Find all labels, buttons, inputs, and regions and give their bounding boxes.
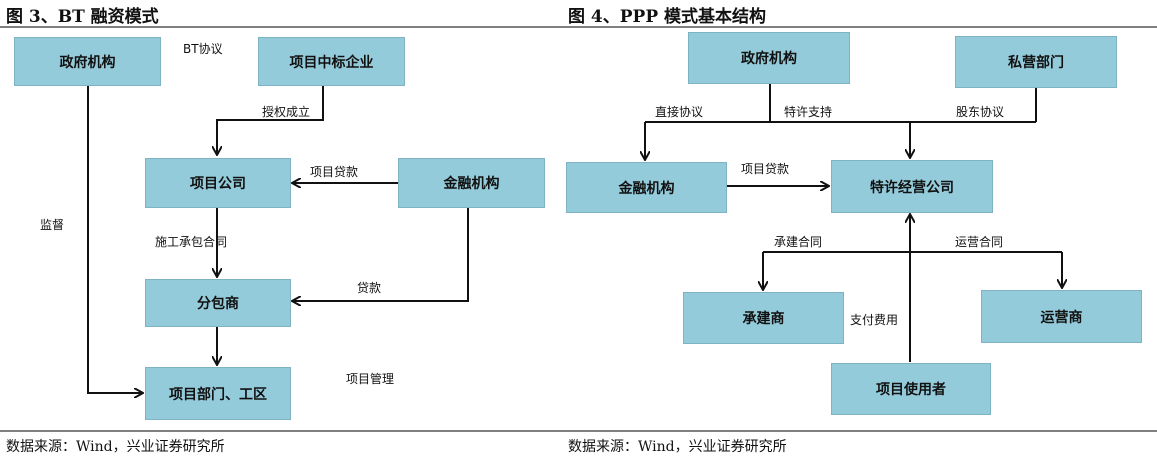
left-subcontractor-box: 分包商: [145, 279, 291, 327]
arrow-winner-to-project-company: [217, 86, 324, 154]
top-rule: [0, 26, 1157, 28]
label-operation-contract: 运营合同: [955, 235, 1004, 249]
label-direct-agreement: 直接协议: [655, 105, 704, 119]
label-shareholder-agreement: 股东协议: [956, 105, 1005, 119]
right-private-box: 私营部门: [955, 36, 1117, 88]
label-concession-support: 特许支持: [784, 105, 833, 119]
label-authorize: 授权成立: [262, 105, 311, 119]
right-concession-box: 特许经营公司: [831, 160, 993, 213]
left-diagram-title: 图 3、BT 融资模式: [6, 7, 159, 27]
label-project-management: 项目管理: [346, 372, 395, 386]
right-diagram-title: 图 4、PPP 模式基本结构: [568, 7, 767, 27]
label-project-loan-left: 项目贷款: [310, 165, 359, 179]
right-source: 数据来源：Wind，兴业证券研究所: [568, 439, 787, 455]
arrow-finance-to-subcontractor: [293, 208, 469, 301]
right-operator-box: 运营商: [981, 290, 1142, 343]
left-project-company-box: 项目公司: [145, 158, 291, 208]
left-gov-box: 政府机构: [14, 37, 161, 86]
label-construction-contract-right: 承建合同: [774, 235, 823, 249]
right-user-box: 项目使用者: [831, 363, 991, 415]
arrow-gov-to-site: [87, 86, 142, 393]
label-pay-fees: 支付费用: [850, 313, 899, 327]
right-finance-box: 金融机构: [566, 162, 727, 213]
label-construction-contract-left: 施工承包合同: [155, 235, 228, 249]
left-finance-box: 金融机构: [398, 158, 545, 208]
left-site-box: 项目部门、工区: [145, 367, 291, 420]
label-bt-agreement: BT协议: [183, 42, 223, 56]
bottom-rule: [0, 430, 1157, 432]
label-supervision: 监督: [40, 218, 65, 232]
left-winner-box: 项目中标企业: [258, 37, 405, 86]
right-gov-box: 政府机构: [688, 32, 850, 84]
right-builder-box: 承建商: [683, 292, 844, 344]
label-loan: 贷款: [357, 281, 382, 295]
left-source: 数据来源：Wind，兴业证券研究所: [6, 439, 225, 455]
label-project-loan-right: 项目贷款: [741, 162, 790, 176]
